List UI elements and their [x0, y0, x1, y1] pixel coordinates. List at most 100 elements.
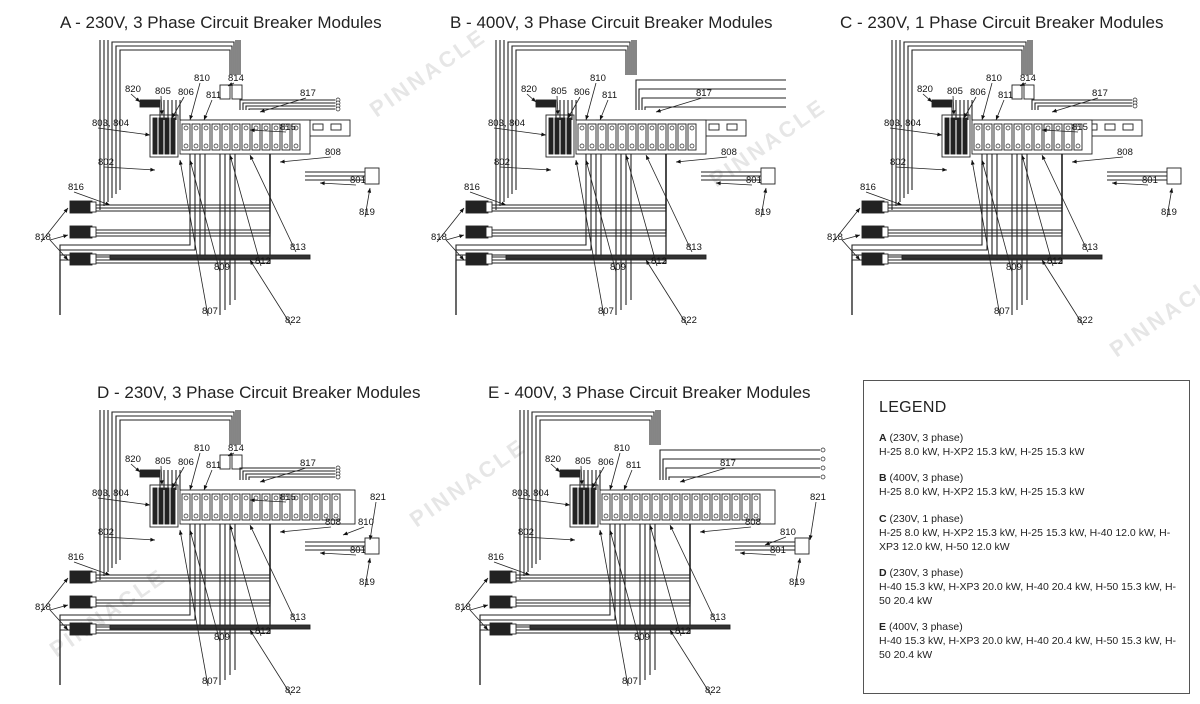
terminal-screw	[263, 513, 269, 519]
contactor-terminal	[164, 487, 170, 525]
breaker-pole	[261, 493, 271, 521]
callout-801: 801	[350, 545, 366, 556]
terminal-screw	[653, 513, 659, 519]
arrow-head	[229, 155, 234, 160]
arrow-head	[203, 115, 208, 120]
cable-loop	[515, 49, 627, 190]
plug-818	[465, 252, 489, 266]
callout-803: 803, 804	[92, 488, 129, 499]
terminal-screw	[663, 513, 669, 519]
callout-819: 819	[1161, 207, 1177, 218]
callout-803: 803, 804	[92, 118, 129, 129]
legend-entry-c: C (230V, 1 phase) H-25 8.0 kW, H-XP2 15.…	[879, 512, 1179, 554]
callout-817: 817	[1092, 88, 1108, 99]
terminal-screw	[733, 513, 739, 519]
breaker-pole	[1073, 123, 1083, 151]
callout-802: 802	[98, 157, 114, 168]
terminal-screw	[673, 513, 679, 519]
terminal-screw	[613, 495, 619, 501]
plug-818-tab	[509, 623, 517, 635]
connector-wire	[515, 490, 691, 634]
callout-809: 809	[634, 632, 650, 643]
plug-818	[489, 570, 513, 584]
plug-818	[69, 200, 93, 214]
leader-line	[599, 529, 629, 687]
contactor-terminal	[158, 117, 164, 155]
breaker-pole	[211, 493, 221, 521]
relay-814	[219, 84, 231, 100]
lead-end	[335, 474, 341, 480]
breaker-pole	[577, 123, 587, 151]
terminal-screw	[333, 495, 339, 501]
thermo-lead	[668, 476, 820, 480]
arrow-head	[670, 525, 674, 530]
cable-loop	[111, 41, 235, 198]
leader-line	[625, 154, 658, 267]
cable-loop	[907, 45, 1025, 194]
plug-818-tab	[509, 571, 517, 583]
lead-end	[820, 447, 826, 453]
leader-line	[669, 524, 717, 623]
terminal-screw	[579, 143, 585, 149]
leader-line	[895, 166, 948, 171]
callout-813: 813	[1082, 242, 1098, 253]
terminal-screw	[213, 495, 219, 501]
terminal-screw	[629, 125, 635, 131]
terminal-screw	[629, 143, 635, 149]
breaker-pole	[661, 493, 671, 521]
terminal-screw	[689, 143, 695, 149]
callout-808: 808	[325, 517, 341, 528]
callout-820: 820	[521, 84, 537, 95]
cable-loop	[111, 411, 235, 568]
terminal-screw	[313, 495, 319, 501]
arrow-head	[178, 530, 183, 535]
leader-line	[40, 577, 69, 613]
arrow-head	[1042, 260, 1047, 265]
cable-loop	[99, 40, 241, 210]
terminal-screw	[243, 143, 249, 149]
breaker-pole	[617, 123, 627, 151]
callout-814: 814	[228, 443, 244, 454]
breaker-pole	[251, 493, 261, 521]
leader-line	[73, 561, 111, 576]
terminal-screw	[293, 125, 299, 131]
callout-818: 818	[35, 602, 51, 613]
terminal-screw	[243, 513, 249, 519]
cable-loop	[507, 41, 631, 198]
terminal-screw	[713, 513, 719, 519]
callout-807: 807	[202, 676, 218, 687]
breaker-pole	[291, 123, 301, 151]
cable-loop	[103, 40, 239, 206]
arrow-head	[981, 115, 986, 120]
cable-loop	[523, 410, 659, 576]
breaker-pole	[667, 123, 677, 151]
terminal-screw	[273, 125, 279, 131]
callout-808: 808	[1117, 147, 1133, 158]
arrow-head	[970, 160, 975, 165]
leader-line	[699, 526, 752, 533]
arrow-head	[855, 255, 860, 260]
terminal-screw	[995, 125, 1001, 131]
callout-801: 801	[746, 175, 762, 186]
terminal-screw	[233, 495, 239, 501]
arrow-head	[320, 181, 325, 186]
callout-817: 817	[720, 458, 736, 469]
terminal-screw	[653, 495, 659, 501]
cable-loop	[895, 40, 1031, 206]
plug-818-tab	[89, 571, 97, 583]
breaker-pole	[281, 123, 291, 151]
terminal-screw	[609, 143, 615, 149]
legend-key: C	[879, 513, 887, 525]
arrow-head	[459, 208, 464, 213]
diagram-title-e: E - 400V, 3 Phase Circuit Breaker Module…	[488, 383, 811, 402]
terminal-screw	[233, 513, 239, 519]
terminal-screw	[643, 513, 649, 519]
cable-loop	[535, 415, 653, 564]
leader-line	[97, 497, 151, 506]
breaker-pole	[1023, 123, 1033, 151]
arrow-head	[172, 483, 176, 488]
diagram-title-c: C - 230V, 1 Phase Circuit Breaker Module…	[840, 13, 1164, 32]
cable-loop	[99, 410, 241, 580]
plug-819	[794, 537, 810, 555]
